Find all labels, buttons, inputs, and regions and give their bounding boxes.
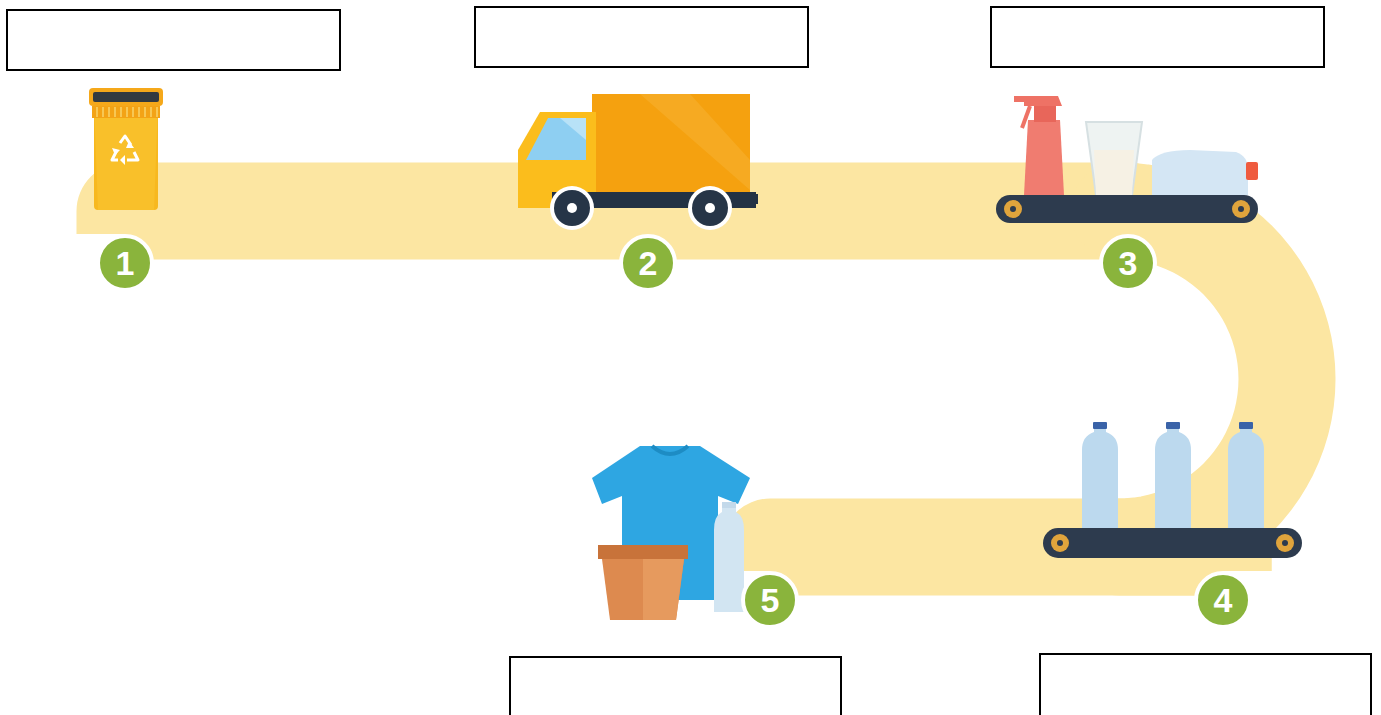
step-circle-fill — [743, 573, 797, 627]
step-number-circle: 3 — [1099, 234, 1157, 292]
blank-label-box — [475, 7, 808, 67]
step-number-circle: 5 — [741, 571, 799, 629]
step-number: 5 — [761, 583, 780, 617]
step-circle-fill — [98, 236, 152, 290]
recycling-bin — [89, 88, 163, 210]
step-number: 3 — [1119, 246, 1138, 280]
step-number: 4 — [1214, 583, 1233, 617]
collection-truck — [518, 94, 758, 230]
step-circle-fill — [1196, 573, 1250, 627]
blank-label-box — [510, 657, 841, 715]
blank-label-box — [991, 7, 1324, 67]
step-number: 2 — [639, 246, 658, 280]
recycled-products — [592, 446, 750, 620]
step-number-circle: 2 — [619, 234, 677, 292]
step-number-circle: 1 — [96, 234, 154, 292]
step-number-circle: 4 — [1194, 571, 1252, 629]
step-number: 1 — [116, 246, 135, 280]
step-circle-fill — [1101, 236, 1155, 290]
sorting-conveyor — [996, 96, 1258, 223]
blank-label-box — [7, 10, 340, 70]
step-circle-fill — [621, 236, 675, 290]
blank-label-box — [1040, 654, 1371, 715]
bottle-conveyor — [1043, 422, 1302, 558]
